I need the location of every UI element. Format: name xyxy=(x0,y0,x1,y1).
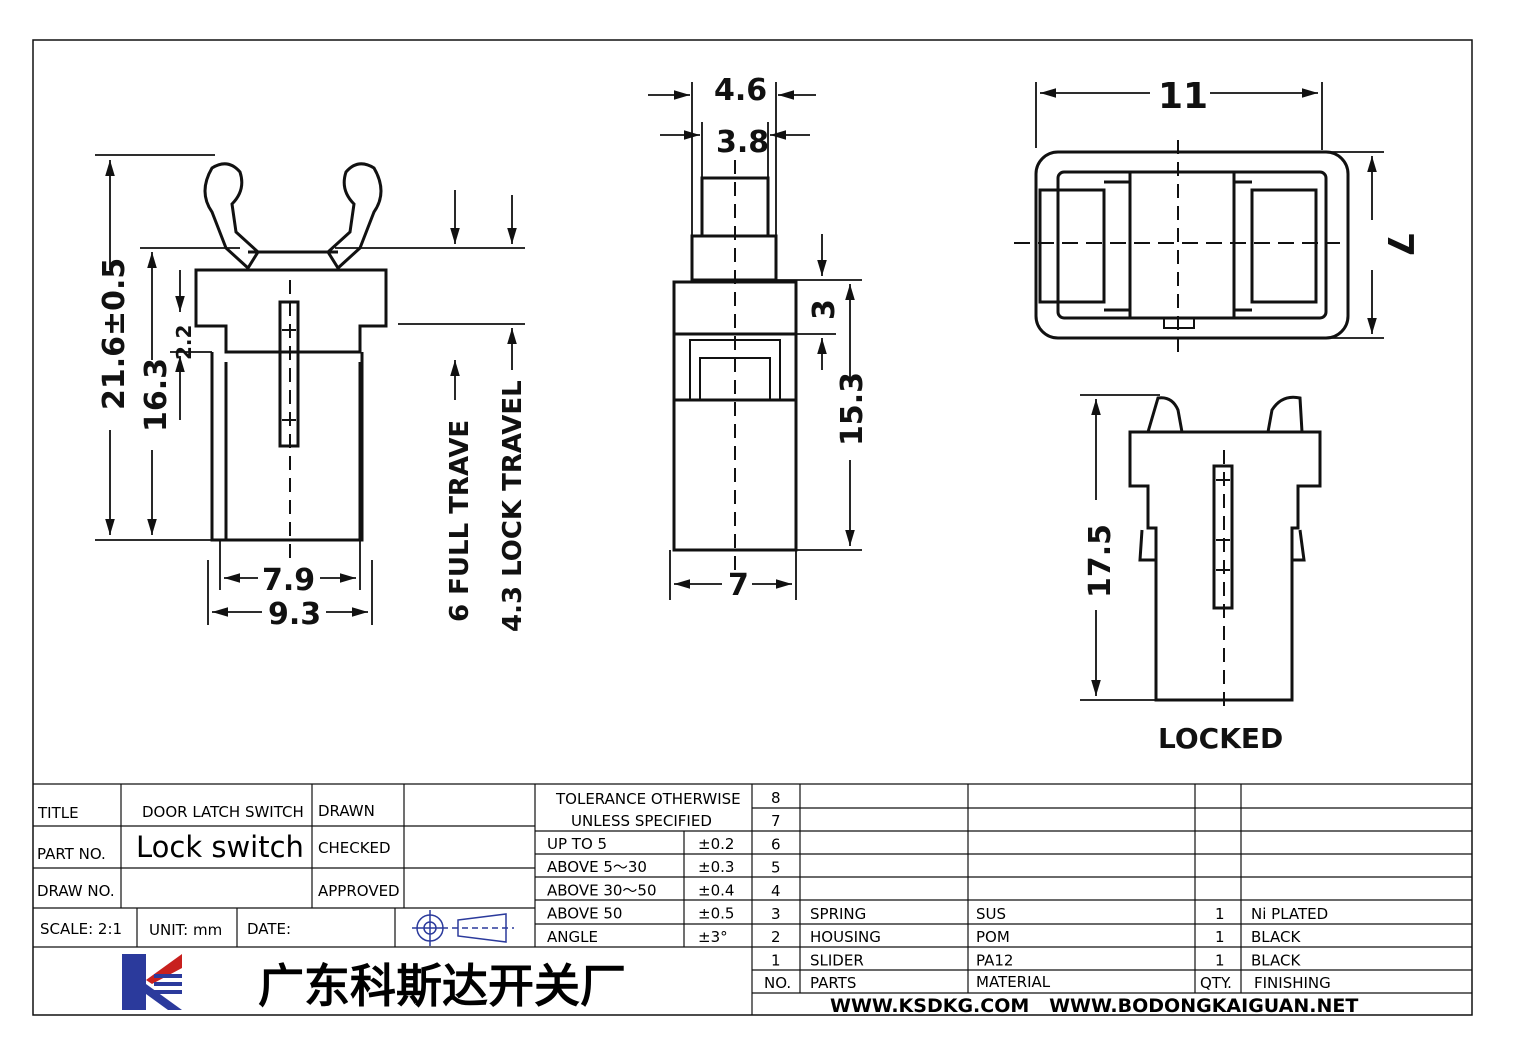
first-angle-projection-icon xyxy=(412,910,514,946)
bom-header-no: NO. xyxy=(764,974,791,992)
bom-row-material: PA12 xyxy=(976,951,1013,969)
dim-top-outer: 4.6 xyxy=(714,73,767,108)
bom-row-no: 3 xyxy=(771,905,781,923)
locked-dimensions xyxy=(1080,394,1160,701)
bom-header-part: PARTS xyxy=(810,974,856,992)
bom-header-qty: QTY. xyxy=(1200,974,1232,992)
part-no-value: Lock switch xyxy=(136,830,304,864)
dim-body-height: 16.3 xyxy=(139,358,174,432)
full-travel-label: 6 FULL TRAVE xyxy=(445,420,475,622)
locked-label: LOCKED xyxy=(1158,722,1283,755)
tolerance-value: ±0.3 xyxy=(698,858,734,876)
bom-row-material: SUS xyxy=(976,905,1006,923)
front-dimensions xyxy=(648,82,862,600)
side-view xyxy=(194,162,388,560)
locked-view xyxy=(1128,395,1322,712)
title-value: DOOR LATCH SWITCH xyxy=(142,803,304,821)
bom-header-material: MATERIAL xyxy=(976,973,1051,991)
dim-top-length: 11 xyxy=(1158,76,1208,117)
bom-row-qty: 1 xyxy=(1215,905,1225,923)
bom-row-finish: BLACK xyxy=(1251,928,1301,946)
bom-row-no: 6 xyxy=(771,835,781,853)
top-outer-frame xyxy=(1034,150,1350,340)
tolerance-value: ±3° xyxy=(698,928,728,946)
top-left-pad xyxy=(1038,188,1106,304)
dim-top-inner: 3.8 xyxy=(716,125,769,160)
left-lever-arm xyxy=(203,162,260,271)
bom-row-no: 4 xyxy=(771,882,781,900)
scale-label: SCALE: 2:1 xyxy=(40,920,122,938)
dim-top-width: 7 xyxy=(1379,232,1420,257)
bom-row-no: 1 xyxy=(771,951,781,969)
tolerance-value: ±0.4 xyxy=(698,881,734,899)
websites: WWW.KSDKG.COM WWW.BODONGKAIGUAN.NET xyxy=(830,995,1358,1017)
bom-header-finish: FINISHING xyxy=(1254,974,1331,992)
front-view xyxy=(672,160,798,570)
draw-no-label: DRAW NO. xyxy=(37,882,115,900)
dim-plunger: 3 xyxy=(807,299,842,320)
dim-total-height: 21.6±0.5 xyxy=(97,258,132,410)
top-dimensions xyxy=(1035,82,1384,339)
right-lever-arm xyxy=(326,162,383,271)
tolerance-range: ABOVE 50 xyxy=(547,905,622,923)
approved-label: APPROVED xyxy=(318,882,400,900)
tolerance-range: ABOVE 30～50 xyxy=(547,881,657,899)
title-block-grid xyxy=(33,783,1472,1015)
bom-row-no: 2 xyxy=(771,928,781,946)
bom-row-part: SLIDER xyxy=(810,951,864,969)
top-right-pad xyxy=(1250,188,1318,304)
title-label: TITLE xyxy=(37,804,79,822)
bom-row-material: POM xyxy=(976,928,1010,946)
drawn-label: DRAWN xyxy=(318,802,375,820)
top-center-block xyxy=(1128,170,1236,320)
top-view xyxy=(1014,140,1350,360)
tolerance-range: UP TO 5 xyxy=(547,835,607,853)
bom-row-finish: Ni PLATED xyxy=(1251,905,1328,923)
bom-row-qty: 1 xyxy=(1215,928,1225,946)
bom-row-no: 5 xyxy=(771,859,781,877)
dim-outer-width: 9.3 xyxy=(268,597,321,632)
date-label: DATE: xyxy=(247,920,291,938)
locked-left-tab xyxy=(1146,396,1184,433)
dim-inner-width: 7.9 xyxy=(262,563,315,598)
company-name: 广东科斯达开关厂 xyxy=(258,959,626,1013)
checked-label: CHECKED xyxy=(318,839,391,857)
tolerance-value: ±0.5 xyxy=(698,905,734,923)
dim-step: 2.2 xyxy=(172,325,196,360)
locked-body xyxy=(1128,430,1322,702)
dim-front-width: 7 xyxy=(728,568,749,603)
bom-row-qty: 1 xyxy=(1215,951,1225,969)
bom-row-finish: BLACK xyxy=(1251,951,1301,969)
lock-travel-label: 4.3 LOCK TRAVEL xyxy=(498,380,528,632)
dim-front-body: 15.3 xyxy=(835,372,870,446)
bom-row-part: HOUSING xyxy=(810,928,881,946)
tolerance-range: ANGLE xyxy=(547,928,598,946)
bom-row-no: 8 xyxy=(771,789,781,807)
part-no-label: PART NO. xyxy=(37,845,106,863)
unit-label: UNIT: mm xyxy=(149,921,222,939)
tolerance-value: ±0.2 xyxy=(698,835,734,853)
side-dimensions xyxy=(95,154,525,625)
bom-row-part: SPRING xyxy=(810,905,866,923)
locked-right-tab xyxy=(1266,395,1304,433)
bom-row-no: 7 xyxy=(771,812,781,830)
tolerance-range: ABOVE 5～30 xyxy=(547,858,647,876)
company-logo xyxy=(120,952,182,1012)
tolerance-header-2: UNLESS SPECIFIED xyxy=(571,812,712,830)
side-body xyxy=(210,352,364,542)
tolerance-header-1: TOLERANCE OTHERWISE xyxy=(555,790,741,808)
side-head xyxy=(194,268,388,354)
dim-locked-height: 17.5 xyxy=(1083,524,1118,598)
